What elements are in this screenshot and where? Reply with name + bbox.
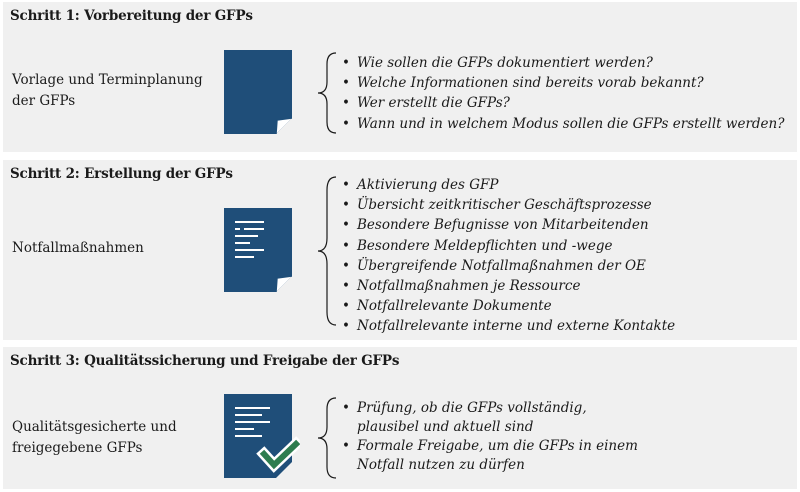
list-item: •Notfallrelevante interne und externe Ko… — [342, 318, 676, 335]
step-3-panel: Schritt 3: Qualitätssicherung und Freiga… — [3, 347, 797, 489]
list-item: •Aktivierung des GFP — [342, 177, 499, 193]
step-1-item-list: •Wie sollen die GFPs dokumentiert werden… — [342, 53, 784, 134]
step-2-panel: Schritt 2: Erstellung der GFPs Notfallma… — [3, 160, 797, 340]
step-2-description-line-1: Notfallmaßnahmen — [12, 240, 144, 256]
approved-document-check-icon — [224, 394, 300, 478]
list-item: •Notfallrelevante Dokumente — [342, 298, 552, 315]
step-1-panel: Schritt 1: Vorbereitung der GFPs Vorlage… — [3, 2, 797, 152]
step-2-title: Schritt 2: Erstellung der GFPs — [10, 166, 233, 182]
step-1-description-line-2: der GFPs — [12, 93, 76, 109]
step-1-title: Schritt 1: Vorbereitung der GFPs — [10, 8, 253, 24]
step-2-description: Notfallmaßnahmen — [12, 238, 144, 259]
curly-brace — [317, 52, 337, 134]
step-3-description: Qualitätsgesicherte und freigegebene GFP… — [12, 417, 177, 459]
step-3-description-line-2: freigegebene GFPs — [12, 440, 143, 456]
list-item: •Wer erstellt die GFPs? — [342, 95, 510, 112]
list-item: •Notfallmaßnahmen je Ressource — [342, 278, 581, 295]
list-item: •Wann und in welchem Modus sollen die GF… — [342, 115, 785, 132]
list-item: •Besondere Meldepflichten und -wege — [342, 237, 613, 254]
list-item: •Übergreifende Notfallmaßnahmen der OE — [342, 257, 646, 274]
step-1-description: Vorlage und Terminplanung der GFPs — [12, 70, 203, 112]
list-item: • Prüfung, ob die GFPs vollständig, plau… — [342, 400, 587, 435]
list-item: •Besondere Befugnisse von Mitarbeitenden — [342, 217, 649, 234]
curly-brace — [317, 397, 337, 479]
text-document-icon — [224, 208, 292, 292]
curly-brace — [317, 176, 337, 326]
list-item: •Übersicht zeitkritischer Geschäftsproze… — [342, 197, 652, 214]
list-item: •Welche Informationen sind bereits vorab… — [342, 75, 704, 92]
step-3-description-line-1: Qualitätsgesicherte und — [12, 419, 177, 435]
step-3-item-list: • Prüfung, ob die GFPs vollständig, plau… — [342, 399, 638, 475]
step-2-item-list: •Aktivierung des GFP •Übersicht zeitkrit… — [342, 175, 675, 337]
step-3-title: Schritt 3: Qualitätssicherung und Freiga… — [10, 353, 400, 369]
step-1-description-line-1: Vorlage und Terminplanung — [12, 72, 203, 88]
blank-document-icon — [224, 50, 292, 134]
list-item: • Formale Freigabe, um die GFPs in einem… — [342, 438, 638, 473]
list-item: •Wie sollen die GFPs dokumentiert werden… — [342, 55, 653, 71]
